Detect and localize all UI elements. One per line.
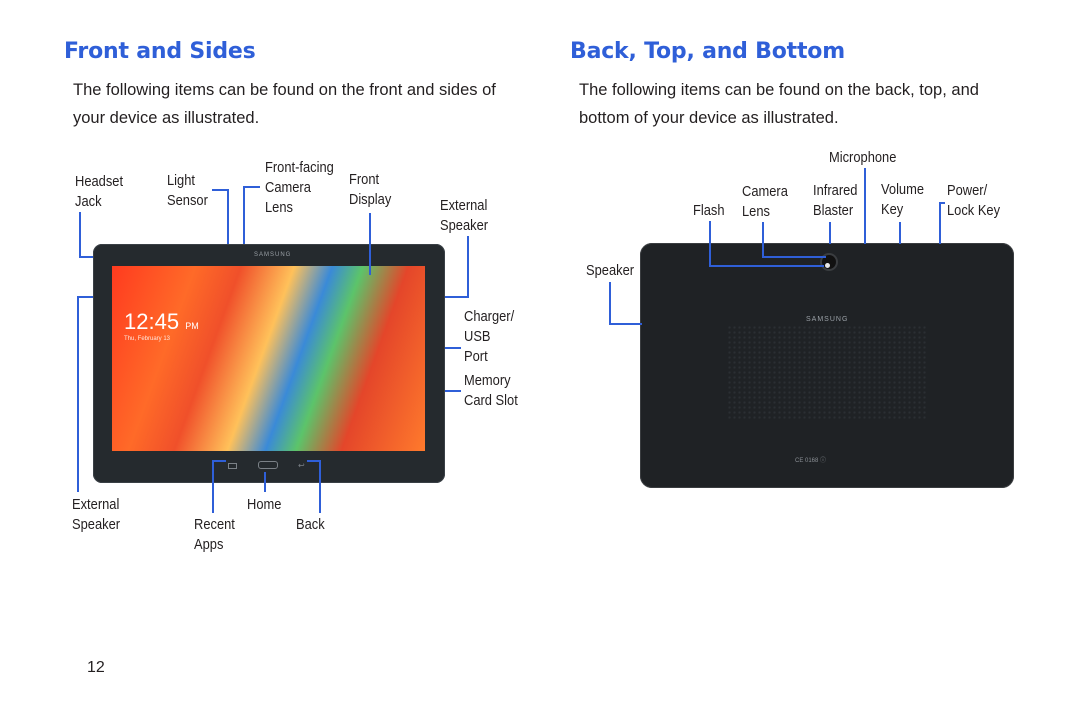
back-intro: The following items can be found on the … xyxy=(579,81,979,127)
callout-charger-usb-port xyxy=(445,347,461,349)
label-flash: Flash xyxy=(693,202,725,219)
label-speaker: Speaker xyxy=(586,262,635,279)
label-microphone: Microphone xyxy=(829,149,897,166)
back-brand-logo: SAMSUNG xyxy=(806,316,849,323)
label-back: Back xyxy=(296,516,325,533)
callout-home xyxy=(264,472,266,492)
page-number: 12 xyxy=(87,659,105,676)
back-key-icon: ↩ xyxy=(298,461,305,470)
label-home: Home xyxy=(247,496,282,513)
label-power-lock-key: Power/Lock Key xyxy=(947,182,1001,219)
lockscreen-date: Thu, February 13 xyxy=(124,336,171,342)
front-intro: The following items can be found on the … xyxy=(73,81,496,127)
recent-apps-icon xyxy=(228,463,237,469)
back-heading: Back, Top, and Bottom xyxy=(570,39,845,64)
callout-front-display xyxy=(369,213,371,275)
front-display-screen xyxy=(112,266,425,451)
callout-infrared-blaster xyxy=(829,222,831,244)
home-key-icon xyxy=(258,461,278,469)
lockscreen-clock: 12:45 PM xyxy=(124,309,199,335)
callout-volume-key xyxy=(899,222,901,244)
clock-ampm: PM xyxy=(185,321,199,331)
clock-time: 12:45 xyxy=(124,309,180,334)
callout-memory-card-slot xyxy=(445,390,461,392)
regulatory-marks: CE 0168 ⓘ xyxy=(795,458,827,464)
rear-camera-icon xyxy=(822,255,836,269)
front-heading: Front and Sides xyxy=(64,39,256,64)
speaker-grille xyxy=(727,325,927,420)
front-brand-logo: SAMSUNG xyxy=(254,252,292,258)
flash-icon xyxy=(825,263,830,268)
callout-microphone xyxy=(864,168,866,244)
